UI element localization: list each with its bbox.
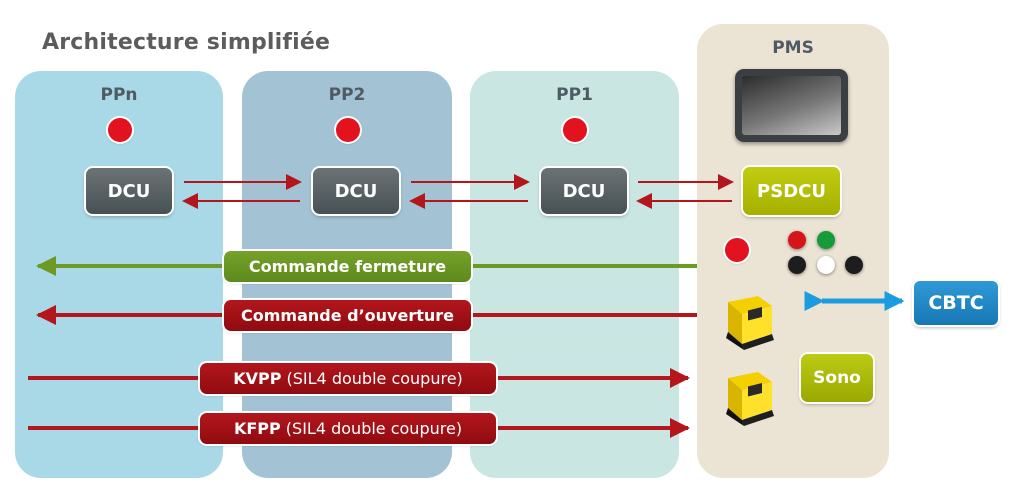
sono-box: Sono: [801, 354, 873, 402]
dcu-box-pp2: DCU: [313, 168, 399, 214]
commande-ouverture-label: Commande d’ouverture: [224, 300, 471, 331]
indicator-led-icon: [817, 231, 835, 249]
indicator-led-icon: [725, 238, 749, 262]
indicator-led-icon: [336, 118, 360, 142]
indicator-led-icon: [817, 256, 835, 274]
kvpp-description: (SIL4 double coupure): [281, 369, 463, 388]
safety-relay-icon: [726, 372, 774, 426]
panel-label-pp2: PP2: [328, 85, 366, 105]
kvpp-code: KVPP: [233, 369, 282, 388]
indicator-led-icon: [788, 231, 806, 249]
cbtc-box: CBTC: [914, 281, 998, 325]
dcu-box-pp1: DCU: [541, 168, 627, 214]
indicator-led-icon: [563, 118, 587, 142]
commande-fermeture-label: Commande fermeture: [224, 251, 471, 282]
display-screen-icon: [735, 69, 848, 142]
panel-label-ppn: PPn: [100, 85, 138, 105]
psdcu-box: PSDCU: [743, 167, 840, 215]
panel-label-pp1: PP1: [556, 85, 593, 105]
indicator-led-icon: [845, 256, 863, 274]
kfpp-label: KFPP (SIL4 double coupure): [200, 413, 496, 444]
indicator-led-icon: [788, 256, 806, 274]
panel-label-pms: PMS: [772, 38, 814, 58]
kfpp-description: (SIL4 double coupure): [280, 419, 463, 438]
kfpp-code: KFPP: [233, 419, 281, 438]
dcu-box-ppn: DCU: [86, 168, 172, 214]
indicator-led-icon: [108, 118, 132, 142]
safety-relay-icon: [726, 296, 774, 350]
dcu-link-arrows: [182, 174, 734, 209]
kvpp-label: KVPP (SIL4 double coupure): [200, 363, 496, 394]
diagram-title: Architecture simplifiée: [42, 30, 331, 55]
